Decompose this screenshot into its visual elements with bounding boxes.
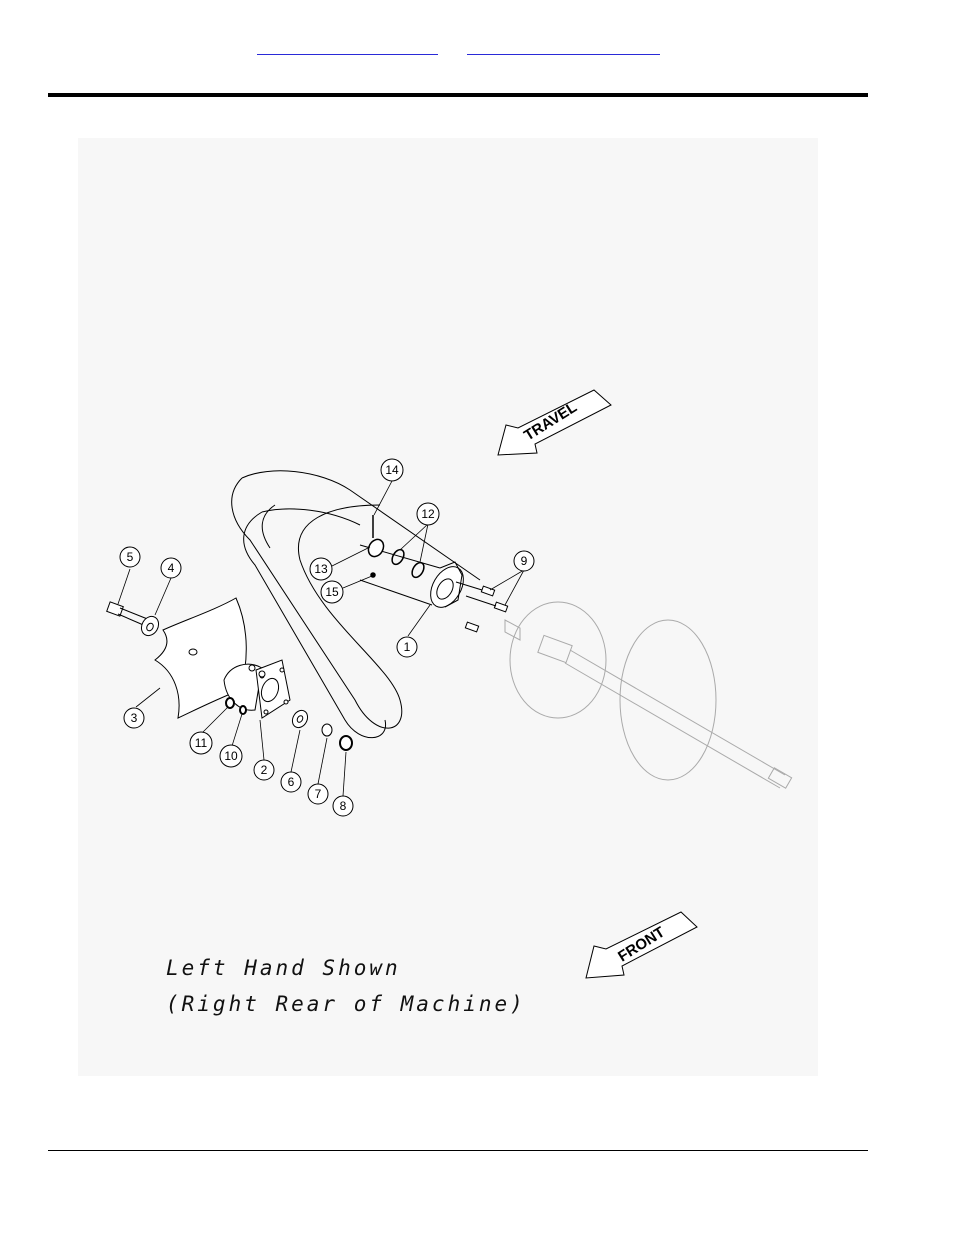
svg-text:15: 15	[325, 585, 339, 599]
callout-6: 6	[281, 772, 301, 792]
gang-shaft	[505, 602, 792, 788]
svg-text:10: 10	[224, 749, 238, 763]
footer-rule	[48, 1150, 868, 1151]
callout-8: 8	[333, 796, 353, 816]
travel-arrow: TRAVEL	[498, 390, 611, 455]
callout-4: 4	[161, 558, 181, 578]
svg-text:14: 14	[385, 463, 399, 477]
svg-text:4: 4	[168, 561, 175, 575]
svg-text:12: 12	[421, 507, 435, 521]
svg-text:11: 11	[195, 736, 208, 750]
callout-9: 9	[514, 551, 534, 571]
svg-text:9: 9	[521, 554, 528, 568]
svg-text:2: 2	[261, 763, 268, 777]
svg-text:3: 3	[131, 711, 138, 725]
callout-11: 11	[190, 732, 212, 754]
callout-5: 5	[120, 547, 140, 567]
svg-text:7: 7	[315, 787, 322, 801]
caption-line-1: Left Hand Shown	[166, 956, 401, 980]
svg-text:13: 13	[314, 562, 328, 576]
callout-15: 15	[321, 581, 343, 603]
bolt-and-washer	[107, 602, 162, 639]
callout-12: 12	[417, 503, 439, 525]
svg-text:1: 1	[404, 640, 411, 654]
hub-bolts	[456, 582, 508, 632]
caption-line-2: (Right Rear of Machine)	[166, 992, 526, 1016]
front-arrow: FRONT	[586, 912, 697, 978]
callout-2: 2	[254, 760, 274, 780]
callout-14: 14	[381, 459, 403, 481]
callout-7: 7	[308, 784, 328, 804]
svg-text:5: 5	[127, 550, 134, 564]
callout-13: 13	[310, 558, 332, 580]
seal-rings	[365, 515, 426, 579]
callout-3: 3	[124, 708, 144, 728]
mounting-bracket	[224, 660, 290, 718]
callout-10: 10	[220, 745, 242, 767]
svg-text:8: 8	[340, 799, 347, 813]
small-hardware	[226, 698, 352, 750]
callout-1: 1	[397, 637, 417, 657]
svg-text:6: 6	[288, 775, 295, 789]
